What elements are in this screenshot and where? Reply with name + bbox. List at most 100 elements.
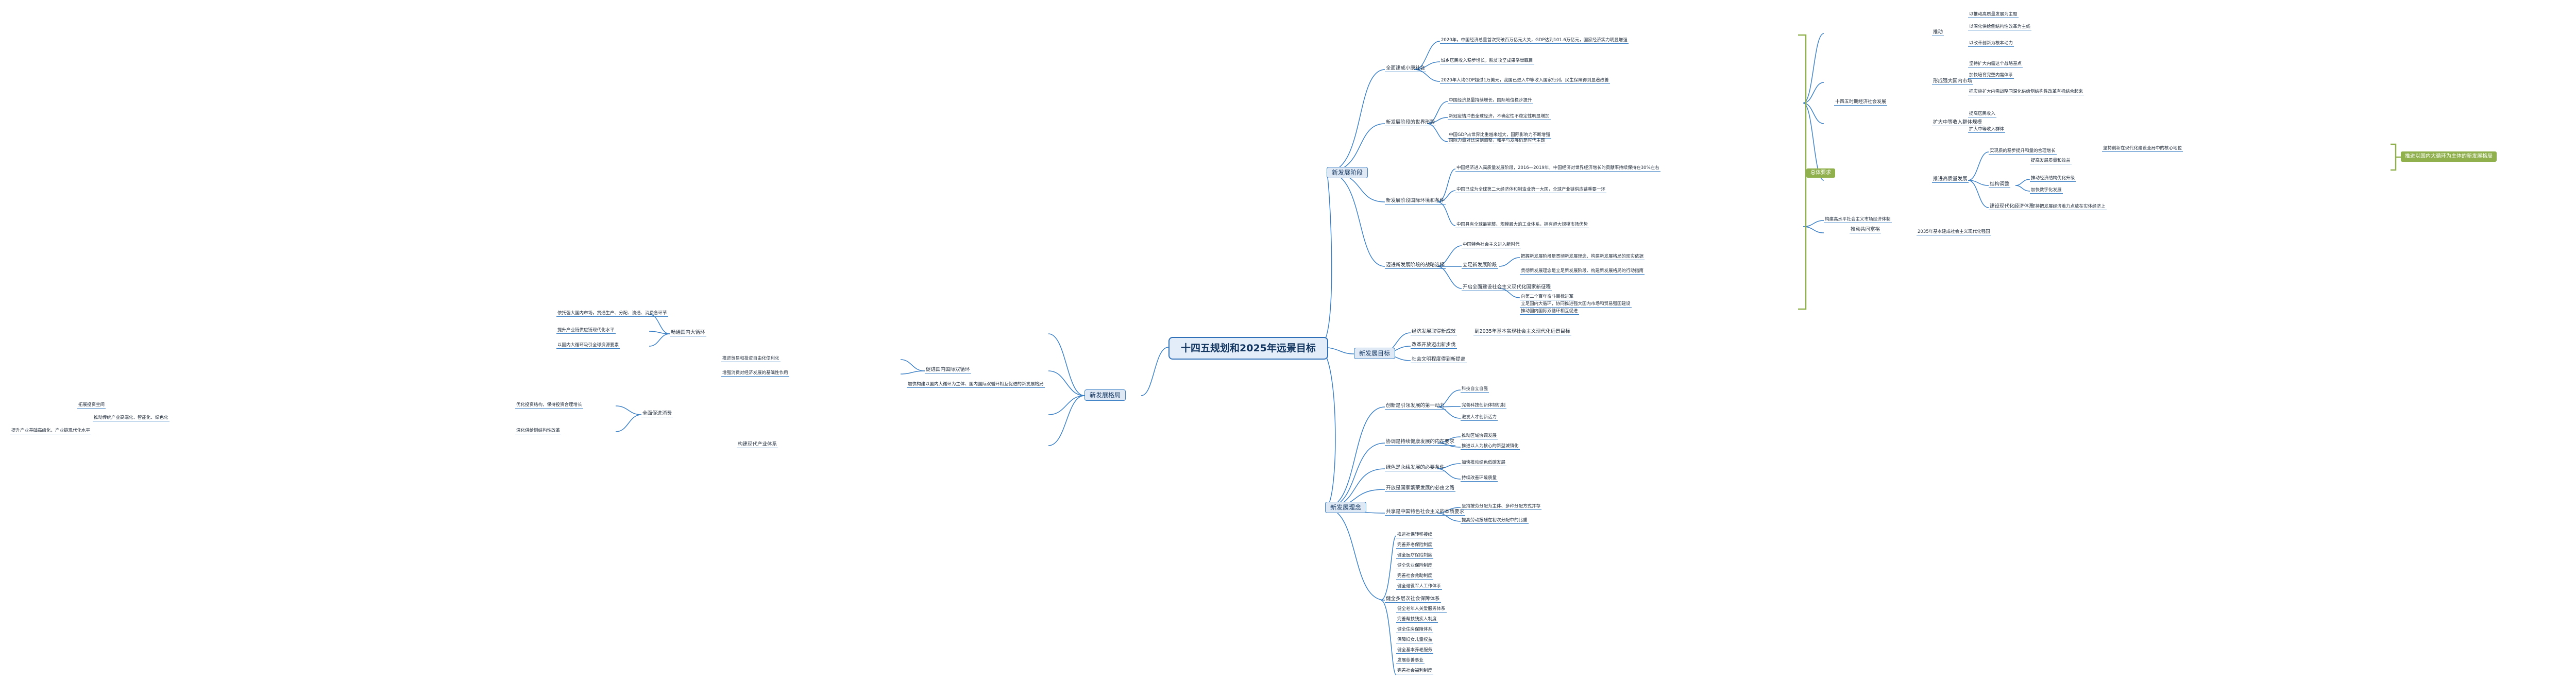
stage-topic-c[interactable]: 新发展阶段国际环境和条件 [1385, 198, 1446, 205]
goal-item[interactable]: 改革开放迈出新步伐 [1411, 342, 1457, 349]
stage-b-item[interactable]: 中国经济总量持续增长，国际地位稳步提升 [1448, 98, 1533, 104]
goal-item[interactable]: 经济发展取得新成效 [1411, 329, 1457, 335]
pattern-left-item[interactable]: 深化供给侧结构性改革 [515, 428, 562, 434]
right-b-item[interactable]: 把实施扩大内需战略同深化供给侧结构性改革有机结合起来 [1968, 89, 2084, 95]
idea-f-item[interactable]: 完善养老保险制度 [1396, 542, 1434, 549]
idea-b-item[interactable]: 推进以人为核心的新型城镇化 [1461, 444, 1520, 450]
stage-b-item[interactable]: 国际力量对比深刻调整，和平与发展仍是时代主题 [1448, 138, 1547, 144]
idea-f-item[interactable]: 健全退役军人工作体系 [1396, 584, 1443, 590]
stage-topic-a[interactable]: 全面建成小康社会 [1385, 65, 1427, 72]
right-bottom-b[interactable]: 2035年基本建成社会主义现代化强国 [1917, 229, 1991, 235]
right-b-item[interactable]: 坚持扩大内需这个战略基点 [1968, 61, 2023, 67]
right-d-item[interactable]: 提高发展质量和效益 [2030, 158, 2072, 164]
idea-f-item[interactable]: 健全医疗保险制度 [1396, 553, 1434, 559]
idea-a-item[interactable]: 完善科技创新体制机制 [1461, 403, 1507, 409]
right-tag[interactable]: 总体要求 [1806, 168, 1835, 178]
stage-d-sub2-item[interactable]: 立足国内大循环，协同推进强大国内市场和贸易强国建设 [1520, 301, 1632, 308]
right-b[interactable]: 形成强大国内市场 [1932, 78, 1974, 85]
stage-a-item[interactable]: 2020年，中国经济总量首次突破百万亿元大关，GDP达到101.6万亿元，国家经… [1440, 38, 1629, 44]
branch-new-pattern[interactable]: 新发展格局 [1084, 389, 1126, 401]
right-a-item[interactable]: 以推动高质量发展为主题 [1968, 12, 2019, 18]
right-c-item[interactable]: 扩大中等收入群体 [1968, 127, 2006, 133]
central-topic[interactable]: 十四五规划和2025年远景目标 [1168, 337, 1328, 360]
idea-c-item[interactable]: 加快推动绿色低碳发展 [1461, 460, 1507, 466]
idea-c-item[interactable]: 持续改善环境质量 [1461, 475, 1498, 482]
stage-a-item[interactable]: 2020年人均GDP超过1万美元，我国已进入中等收入国家行列，民生保障得到显著改… [1440, 78, 1610, 84]
right-d-item[interactable]: 实现质的稳步提升和量的合理增长 [1989, 148, 2057, 155]
pattern-left-item[interactable]: 增强消费对经济发展的基础性作用 [721, 370, 789, 377]
right-e2-item[interactable]: 加快数字化发展 [2030, 188, 2063, 194]
idea-f-item[interactable]: 健全住房保障体系 [1396, 627, 1434, 633]
right-a[interactable]: 推动 [1932, 29, 1944, 36]
right-a-item[interactable]: 以改革创新为根本动力 [1968, 41, 2014, 47]
idea-f-item[interactable]: 健全基本养老服务 [1396, 648, 1434, 654]
right-bottom-a[interactable]: 构建高水平社会主义市场经济体制 [1824, 217, 1892, 223]
stage-d-sub-item[interactable]: 把握新发展阶段是贯彻新发展理念、构建新发展格局的现实依据 [1520, 254, 1645, 260]
pattern-left[interactable]: 拓展投资空间 [77, 402, 106, 409]
stage-d-sub2-item[interactable]: 向第二个百年奋斗目标进军 [1520, 294, 1575, 300]
pattern-left[interactable]: 促进国内国际双循环 [925, 367, 971, 373]
pattern-center[interactable]: 加快构建以国内大循环为主体、国内国际双循环相互促进的新发展格局 [907, 382, 1045, 388]
right-f-item[interactable]: 坚持创新在现代化建设全局中的核心地位 [2102, 146, 2183, 152]
stage-topic-d[interactable]: 迈进新发展阶段的战略选择 [1385, 262, 1446, 269]
branch-new-stage[interactable]: 新发展阶段 [1327, 167, 1368, 178]
stage-b-item[interactable]: 中国GDP占世界比重越来越大，国际影响力不断增强 [1448, 132, 1551, 139]
stage-b-item[interactable]: 新冠疫情冲击全球经济，不确定性不稳定性明显增加 [1448, 114, 1551, 120]
stage-c-item[interactable]: 中国已成为全球第二大经济体和制造业第一大国，全球产业链供应链重要一环 [1455, 187, 1607, 193]
right-c[interactable]: 扩大中等收入群体规模 [1932, 120, 1984, 126]
pattern-left-item[interactable]: 优化投资结构，保持投资合理增长 [515, 402, 583, 409]
goal-item[interactable]: 到2035年基本实现社会主义现代化远景目标 [1473, 329, 1571, 335]
right-e[interactable]: 建设现代化经济体系 [1989, 203, 2035, 210]
stage-topic-b[interactable]: 新发展阶段的世界形势 [1385, 120, 1436, 126]
pattern-left-item[interactable]: 提升产业链供应链现代化水平 [556, 328, 616, 334]
right-e2[interactable]: 结构调整 [1989, 181, 2011, 188]
idea-topic-f[interactable]: 健全多层次社会保障体系 [1385, 596, 1441, 603]
right-tag2[interactable]: 推进以国内大循环为主体的新发展格局 [2401, 151, 2497, 162]
right-a-item[interactable]: 以深化供给侧结构性改革为主线 [1968, 24, 2032, 30]
idea-f-item[interactable]: 完善社会福利制度 [1396, 668, 1434, 674]
pattern-left-item[interactable]: 依托强大国内市场，贯通生产、分配、流通、消费各环节 [556, 311, 668, 317]
stage-d-sub[interactable]: 立足新发展阶段 [1462, 262, 1498, 269]
pattern-left-item[interactable]: 推进贸易和投资自由化便利化 [721, 356, 781, 362]
right-b-item[interactable]: 加快培育完整内需体系 [1968, 73, 2014, 79]
idea-a-item[interactable]: 科技自立自强 [1461, 386, 1489, 393]
idea-topic-e[interactable]: 共享是中国特色社会主义的本质要求 [1385, 509, 1466, 516]
stage-d-sub2-item[interactable]: 推动国内国际双循环相互促进 [1520, 309, 1579, 315]
idea-f-item[interactable]: 保障妇女儿童权益 [1396, 637, 1434, 643]
pattern-left[interactable]: 构建现代产业体系 [737, 441, 778, 448]
branch-new-goal[interactable]: 新发展目标 [1354, 348, 1396, 359]
idea-f-item[interactable]: 完善帮扶残疾人制度 [1396, 617, 1438, 623]
right-head[interactable]: 十四五时期经济社会发展 [1834, 99, 1888, 106]
stage-d-top[interactable]: 中国特色社会主义进入新时代 [1462, 242, 1521, 248]
pattern-left[interactable]: 畅通国内大循环 [670, 330, 706, 336]
idea-topic-b[interactable]: 协调是持续健康发展的内在要求 [1385, 439, 1456, 446]
branch-new-idea[interactable]: 新发展理念 [1325, 502, 1367, 513]
goal-item[interactable]: 社会文明程度得到新提高 [1411, 356, 1467, 363]
right-c-item[interactable]: 提高居民收入 [1968, 111, 1997, 117]
idea-a-item[interactable]: 激发人才创新活力 [1461, 415, 1498, 421]
pattern-left-item[interactable]: 以国内大循环吸引全球资源要素 [556, 343, 620, 349]
stage-d-sub-item[interactable]: 贯彻新发展理念是立足新发展阶段、构建新发展格局的行动指南 [1520, 268, 1645, 275]
stage-c-item[interactable]: 中国经济进入高质量发展阶段，2016—2019年，中国经济对世界经济增长的贡献率… [1455, 165, 1660, 172]
idea-f-item[interactable]: 健全失业保险制度 [1396, 563, 1434, 569]
idea-topic-d[interactable]: 开放是国家繁荣发展的必由之路 [1385, 485, 1456, 492]
right-g[interactable]: 推动共同富裕 [1850, 227, 1882, 233]
right-e2-item[interactable]: 推动经济结构优化升级 [2030, 176, 2076, 182]
stage-a-item[interactable]: 城乡居民收入稳步增长，脱贫攻坚成果举世瞩目 [1440, 58, 1534, 64]
right-e-item[interactable]: 坚持把发展经济着力点放在实体经济上 [2030, 204, 2107, 210]
idea-f-item[interactable]: 健全老年人关爱服务体系 [1396, 606, 1447, 613]
idea-f-item[interactable]: 发展慈善事业 [1396, 658, 1425, 664]
idea-e-item[interactable]: 坚持按劳分配为主体、多种分配方式并存 [1461, 504, 1542, 510]
idea-topic-c[interactable]: 绿色是永续发展的必要条件 [1385, 465, 1446, 471]
idea-f-item[interactable]: 推进社保转移接续 [1396, 532, 1434, 538]
idea-topic-a[interactable]: 创新是引领发展的第一动力 [1385, 403, 1446, 410]
pattern-left[interactable]: 全面促进消费 [641, 411, 673, 417]
idea-f-item[interactable]: 完善社会救助制度 [1396, 573, 1434, 580]
pattern-left-item[interactable]: 推动传统产业高端化、智能化、绿色化 [93, 415, 170, 421]
stage-c-item[interactable]: 中国具有全球最完整、规模最大的工业体系，拥有超大规模市场优势 [1455, 222, 1589, 228]
pattern-left-item[interactable]: 提升产业基础高级化、产业链现代化水平 [10, 428, 92, 434]
idea-b-item[interactable]: 推动区域协调发展 [1461, 433, 1498, 439]
idea-e-item[interactable]: 提高劳动报酬在初次分配中的比重 [1461, 518, 1529, 524]
stage-d-sub2[interactable]: 开启全面建设社会主义现代化国家新征程 [1462, 284, 1552, 291]
right-d[interactable]: 推进高质量发展 [1932, 176, 1969, 183]
